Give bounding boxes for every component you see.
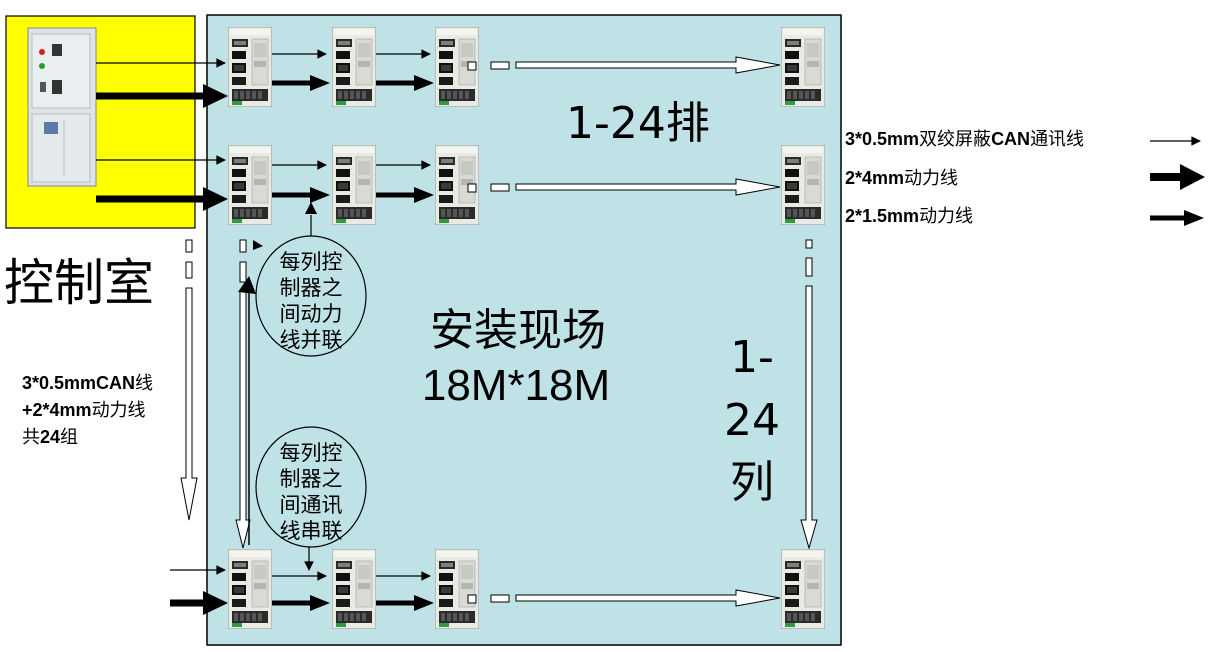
legend-thick-arrow — [1150, 164, 1205, 190]
control-room-label: 控制室 — [4, 254, 154, 312]
cable-bundle-line3-b: 24 — [40, 427, 60, 447]
cable-bundle-line2-a: +2*4mm — [22, 400, 92, 420]
rows-label: 1-24排 — [566, 98, 710, 149]
legend-item-1p5mm-label: 2*1.5mm动力线 — [845, 206, 973, 227]
cable-bundle-text: 3*0.5mmCAN线 +2*4mm动力线 共24组 — [22, 373, 153, 448]
note-comm-line2: 制器之 — [280, 467, 343, 491]
legend-4mm-desc: 动力线 — [904, 168, 958, 189]
columns-label-line3: 列 — [730, 457, 774, 508]
legend-medium-arrow — [1150, 210, 1204, 226]
cable-bundle-line2-b: 动力线 — [92, 400, 146, 421]
legend-1p5mm-desc: 动力线 — [919, 206, 973, 227]
legend-4mm-spec: 2*4mm — [845, 168, 904, 188]
columns-label-line1: 1- — [730, 332, 774, 383]
legend-1p5mm-spec: 2*1.5mm — [845, 206, 919, 226]
note-ellipse-comm — [255, 426, 367, 548]
svg-text:3*0.5mmCAN线: 3*0.5mmCAN线 — [22, 373, 153, 394]
row2-wiring — [96, 155, 781, 211]
controller-r2-c1 — [228, 145, 272, 225]
legend-can-spec: 3*0.5mm — [845, 129, 919, 149]
controller-r1-c2 — [332, 27, 376, 107]
controller-r2-c2 — [332, 145, 376, 225]
controller-r24-c1 — [228, 549, 272, 629]
controller-r1-c24 — [781, 27, 825, 107]
cable-bundle-line3-c: 组 — [60, 427, 78, 448]
controller-r24-c24 — [781, 549, 825, 629]
note-power-line3: 间动力 — [280, 302, 343, 326]
columns-label-line2: 24 — [724, 395, 780, 446]
note-comm-text: 每列控 制器之 间通讯 线串联 — [280, 441, 343, 543]
legend: 3*0.5mm双绞屏蔽CAN通讯线 2*4mm动力线 2*1.5mm动力线 — [845, 129, 1205, 227]
site-title-line1: 安装现场 — [430, 305, 606, 356]
legend-can-desc-a: 双绞屏蔽 — [919, 129, 991, 150]
controller-r24-c2 — [332, 549, 376, 629]
column1-wiring — [235, 202, 317, 571]
row24-wiring — [170, 565, 781, 615]
note-power-text: 每列控 制器之 间动力 线并联 — [280, 250, 343, 352]
legend-item-can-label: 3*0.5mm双绞屏蔽CAN通讯线 — [845, 129, 1084, 150]
cable-bundle-line1-b: 线 — [135, 373, 153, 394]
row1-wiring — [96, 49, 781, 108]
controller-r1-c1 — [228, 27, 272, 107]
note-power-line4: 线并联 — [280, 328, 343, 352]
note-comm-line4: 线串联 — [280, 519, 343, 543]
controller-r2-c24 — [781, 145, 825, 225]
controller-r24-c3 — [435, 549, 479, 629]
note-ellipse-power — [255, 235, 367, 357]
column24-wiring — [800, 239, 818, 550]
cable-bundle-line1-a: 3*0.5mmCAN — [22, 373, 135, 393]
note-power-line2: 制器之 — [280, 276, 343, 300]
cable-bundle-arrow — [180, 239, 198, 521]
columns-label: 1- 24 列 — [724, 332, 780, 508]
legend-item-4mm-label: 2*4mm动力线 — [845, 168, 958, 189]
note-power-line1: 每列控 — [280, 250, 343, 274]
note-comm-line3: 间通讯 — [280, 493, 343, 517]
svg-text:+2*4mm动力线: +2*4mm动力线 — [22, 400, 146, 421]
control-cabinet — [27, 27, 97, 187]
note-comm-line1: 每列控 — [280, 441, 343, 465]
site-title-line2: 18M*18M — [422, 361, 610, 410]
svg-text:共24组: 共24组 — [22, 427, 78, 448]
legend-can-desc-b: CAN — [991, 129, 1030, 149]
legend-can-desc-c: 通讯线 — [1030, 129, 1084, 150]
cable-bundle-line3-a: 共 — [22, 427, 40, 448]
